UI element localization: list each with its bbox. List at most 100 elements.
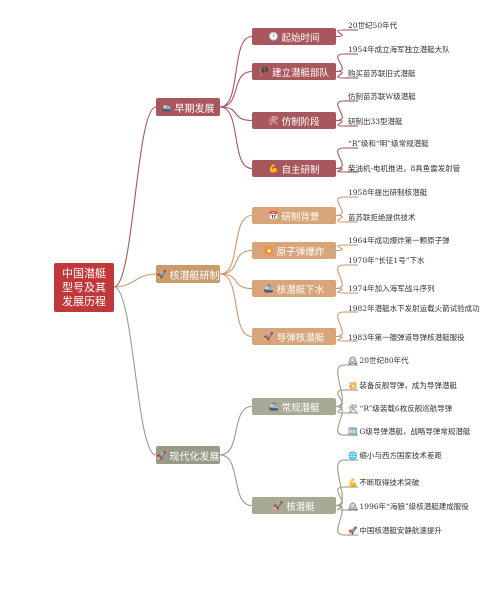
topic-icon: 🚢 [263, 284, 274, 293]
leaf-text: 20世纪80年代 [359, 356, 409, 365]
connector-line [335, 459, 345, 507]
topic-node: 🚢常规潜艇 [252, 398, 336, 415]
leaf-item: 20世纪50年代 [348, 20, 397, 31]
leaf-text: 装备反舰导弹，成为导弹潜艇 [359, 381, 457, 390]
connector-line [335, 486, 345, 507]
leaf-item: 仿制苗苏联W级潜艇 [348, 91, 416, 102]
leaf-text: 1974年加入海军战斗序列 [348, 284, 435, 293]
leaf-item: 💥装备反舰导弹，成为导弹潜艇 [348, 380, 457, 391]
leaf-text: G级导弹潜艇，战略导弹常规潜艇 [359, 427, 471, 436]
leaf-item: 1982年潜艇水下发射运载火箭试验成功 [348, 303, 488, 314]
leaf-text: 购买苗苏联旧式潜艇 [348, 69, 416, 78]
leaf-icon: 💪 [348, 478, 358, 487]
leaf-item: 🕰1996年“海狼”级核潜艇建成服役 [348, 501, 488, 512]
connector-line [335, 311, 345, 338]
topic-icon: 🛠 [268, 116, 279, 125]
connector-line [335, 264, 345, 290]
connector-line [335, 504, 345, 536]
topic-node: 🏴建立潜艇部队 [252, 63, 336, 80]
connector-line [219, 35, 253, 108]
connector-line [219, 106, 253, 170]
connector-line [335, 214, 345, 223]
topic-label: 研制背景 [281, 211, 320, 223]
leaf-item: 购买苗苏联旧式潜艇 [348, 68, 416, 79]
leaf-item: 1958年提出研制核潜艇 [348, 187, 427, 198]
topic-label: 核潜艇下水 [276, 284, 325, 296]
connector-line [335, 389, 345, 408]
topic-label: 核潜艇 [286, 501, 315, 513]
branch-icon: 🚀 [156, 450, 167, 460]
topic-label: 仿制阶段 [281, 116, 320, 128]
root-node: 中国潜艇型号及其发展历程 [54, 263, 114, 312]
branch-node: 🚀核潜艇研制 [156, 265, 220, 283]
connector-line [113, 286, 157, 456]
connector-line [335, 196, 345, 217]
leaf-item: 🌐缩小与西方国家技术差距 [348, 450, 442, 461]
leaf-text: 1996年“海狼”级核潜艇建成服役 [359, 502, 469, 511]
leaf-icon: 🆖 [348, 427, 358, 436]
leaf-text: 研制出33型潜艇 [348, 117, 403, 126]
topic-label: 常规潜艇 [281, 402, 320, 414]
topic-node: 💪自主研制 [252, 160, 336, 177]
connector-line [219, 214, 253, 275]
leaf-text: 20世纪50年代 [348, 21, 398, 30]
leaf-text: 1982年潜艇水下发射运载火箭试验成功 [348, 304, 480, 313]
topic-icon: 🚀 [263, 332, 274, 341]
leaf-icon: 🕰 [348, 356, 358, 365]
leaf-item: 🚀中国核潜艇安静航速提升 [348, 525, 442, 536]
leaf-text: 柴油机-电机推进，8具鱼雷发射管 [348, 164, 461, 173]
leaf-text: “R”级装载6枚反舰巡航导弹 [359, 404, 453, 413]
connector-line [335, 287, 345, 294]
leaf-icon: 🚀 [348, 526, 358, 535]
connector-line [335, 70, 345, 79]
leaf-item: 1954年成立海军独立潜艇大队 [348, 44, 450, 55]
topic-label: 原子弹爆炸 [276, 246, 325, 258]
connector-line [335, 119, 345, 127]
connector-line [335, 405, 345, 436]
branch-label: 早期发展 [174, 103, 215, 115]
leaf-text: 仿制苗苏联W级潜艇 [348, 92, 416, 101]
connector-line [335, 53, 345, 73]
leaf-icon: 💥 [348, 381, 358, 390]
connector-line [335, 244, 345, 252]
leaf-item: “R”级和“明”级常规潜艇 [348, 138, 429, 149]
leaf-item: 研制出33型潜艇 [348, 116, 403, 127]
leaf-item: 💪不断取得技术突破 [348, 477, 419, 488]
connector-line [113, 106, 157, 288]
branch-node: 🚢早期发展 [156, 98, 220, 116]
leaf-text: 1964年成功爆炸第一颗原子弹 [348, 236, 450, 245]
topic-node: 💥原子弹爆炸 [252, 242, 336, 259]
topic-node: 📅研制背景 [252, 207, 336, 224]
leaf-item: 苗苏联拒绝提供技术 [348, 212, 416, 223]
branch-icon: 🚢 [161, 102, 172, 112]
topic-icon: 💪 [268, 164, 279, 173]
topic-node: 🕐起始时间 [252, 28, 336, 45]
connector-line [219, 106, 253, 122]
branch-label: 核潜艇研制 [169, 270, 220, 282]
topic-icon: 💥 [263, 246, 274, 255]
topic-icon: 🚢 [268, 402, 279, 411]
leaf-text: 1983年第一艘弹道导弹核潜艇服役 [348, 333, 465, 342]
branch-node: 🚀现代化发展 [156, 446, 220, 464]
leaf-text: 苗苏联拒绝提供技术 [348, 213, 416, 222]
leaf-text: 1958年提出研制核潜艇 [348, 188, 428, 197]
topic-node: 🚀导弹核潜艇 [252, 328, 336, 345]
leaf-text: 缩小与西方国家技术差距 [359, 451, 442, 460]
topic-icon: 🏴 [259, 67, 269, 76]
topic-icon: 📅 [268, 211, 279, 220]
topic-label: 起始时间 [281, 32, 320, 44]
topic-node: 🚢核潜艇下水 [252, 280, 336, 297]
connector-line [113, 273, 157, 288]
connector-line [219, 273, 253, 290]
leaf-text: 中国核潜艇安静航速提升 [359, 526, 442, 535]
branch-icon: 🚀 [156, 269, 167, 279]
connector-line [219, 249, 253, 275]
topic-node: 🛠仿制阶段 [252, 112, 336, 129]
connector-line [335, 167, 345, 173]
connector-line [219, 273, 253, 338]
leaf-icon: 🛠 [348, 404, 358, 413]
topic-icon: 🚀 [273, 501, 284, 510]
connector-line [335, 364, 345, 408]
